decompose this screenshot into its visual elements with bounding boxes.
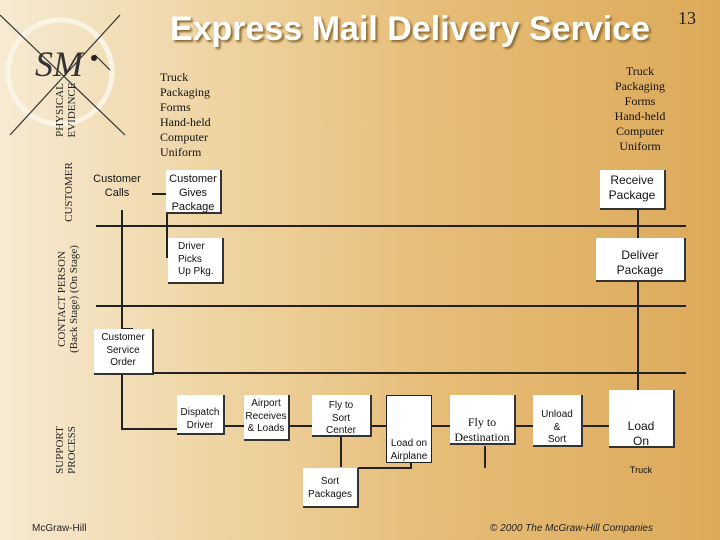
lane-label-customer: CUSTOMER [63,162,75,222]
flow-line-deliver-load [637,282,639,390]
step-driver-picks-up: Driver Picks Up Pkg. [168,238,224,284]
page-number: 13 [678,8,696,28]
flow-line-receive-deliver [637,210,639,238]
step-unload-sort: Unload & Sort [533,395,583,447]
slide-title: Express Mail Delivery Service [169,10,651,48]
step-load-on-airplane: Load on Airplane [386,395,432,463]
step-fly-to-sort-center: Fly to Sort Center [312,395,372,437]
sm-logo [0,14,126,136]
lane-label-physical-evidence: PHYSICAL EVIDENCE [54,82,78,138]
step-dispatch-driver: Dispatch Driver [177,395,225,435]
step-customer-gives-package: Customer Gives Package [166,170,222,214]
step-load-on-truck-sub: Truck [629,465,653,475]
evidence-left: Truck Packaging Forms Hand-held Computer… [160,70,211,159]
flow-line-fly-load [372,425,386,427]
step-sort-packages: Sort Packages [303,468,359,508]
flow-line-calls-gives [152,193,166,195]
line-of-visibility [96,305,686,307]
step-customer-service-order: Customer Service Order [94,329,154,375]
lane-label-support-process: SUPPORT PROCESS [54,426,78,474]
flow-line-dest-down [484,446,486,468]
flow-line-load-dest [430,425,450,427]
flow-line-left-vertical [121,210,123,430]
line-of-interaction [96,225,686,227]
lane-label-contact-person: CONTACT PERSON (Back Stage) (On Stage) [56,245,80,353]
flow-line-gives-picks [166,212,168,258]
flow-line-airport-fly [290,425,312,427]
step-fly-to-destination: Fly to Destination [450,395,516,445]
flow-line-dest-unload [515,425,533,427]
step-deliver-package: Deliver Package [596,238,686,282]
flow-line-to-dispatch [121,428,177,430]
flow-line-loop-bottom [358,467,412,469]
flow-line-unload-truck [583,425,609,427]
step-receive-package: Receive Package [600,170,666,210]
footer-publisher: McGraw-Hill [32,523,87,534]
step-load-on-truck-main: Load On [627,419,655,448]
flow-line-to-sort [340,437,342,467]
step-customer-calls: Customer Calls [93,173,141,199]
line-of-internal-interaction [96,372,686,374]
logo-letters: SM [35,44,83,84]
step-load-on-truck: Load On Truck [609,390,675,475]
footer-copyright: © 2000 The McGraw-Hill Companies [490,523,653,534]
flow-line-dispatch-airport [225,425,245,427]
step-airport-receives: Airport Receives & Loads [244,395,290,441]
evidence-right: Truck Packaging Forms Hand-held Computer… [614,64,666,153]
